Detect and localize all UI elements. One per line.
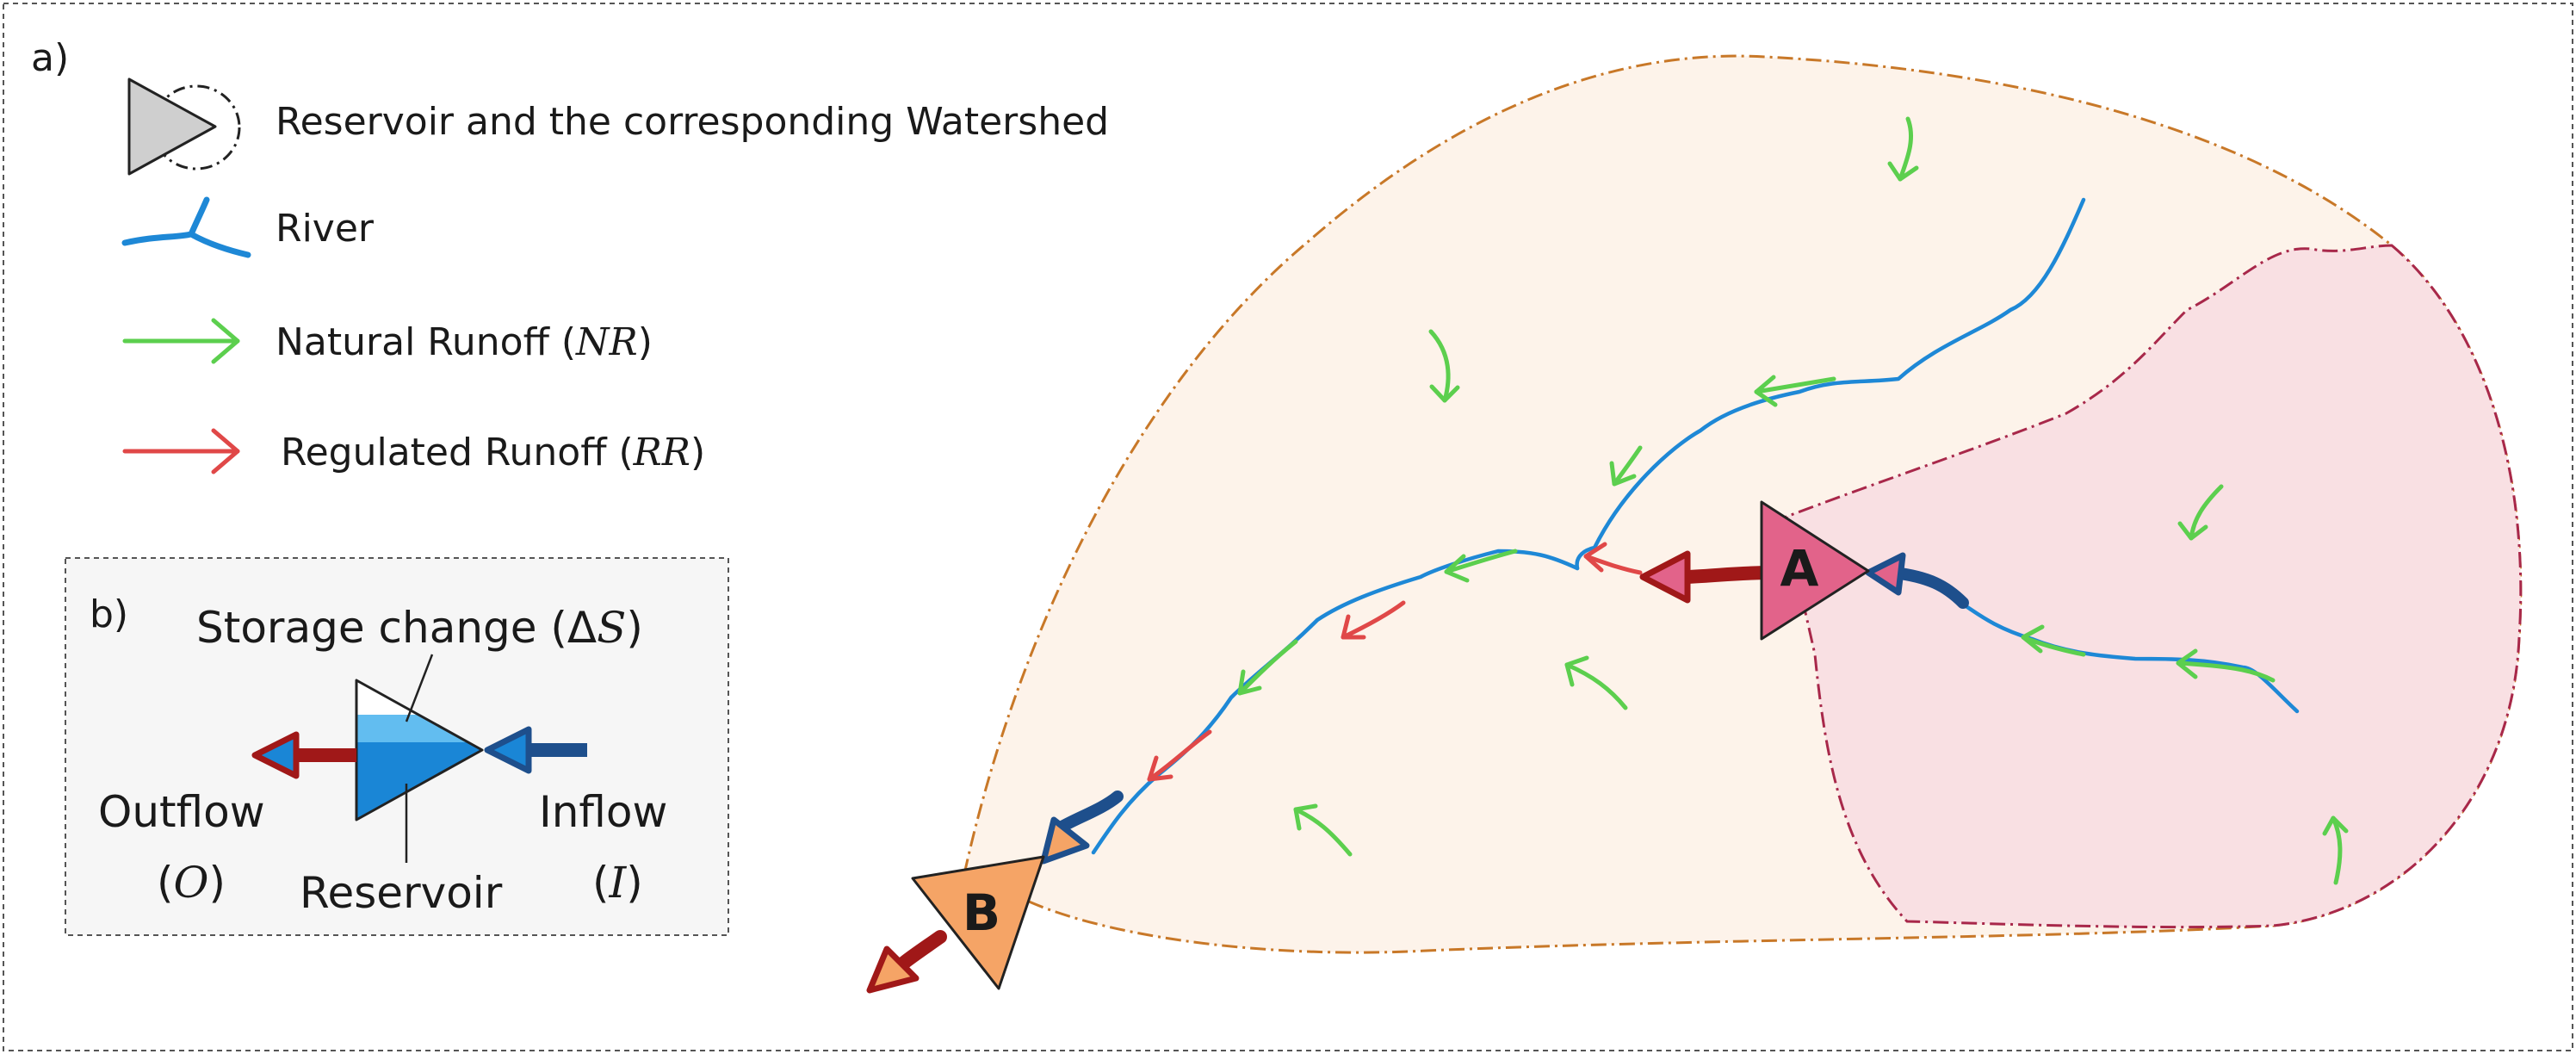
storage-leader-line (405, 654, 434, 722)
inflow-arrow-b-panel (484, 726, 587, 774)
outflow-arrow-b (866, 930, 947, 994)
legend-regulated-runoff-label: Regulated Runoff (RR) (281, 431, 705, 474)
river-icon (121, 196, 251, 258)
reservoir-b: B (911, 855, 1045, 990)
reservoir-a: A (1760, 500, 1870, 641)
inflow-var: (I) (592, 858, 643, 908)
reservoir-a-label: A (1780, 539, 1819, 598)
regulated-runoff-segments (1147, 542, 1643, 782)
watershed-a (1785, 244, 2523, 929)
inflow-arrow-b (1040, 790, 1124, 865)
reservoir-b-label: B (963, 884, 1000, 942)
reservoir-label: Reservoir (300, 868, 503, 918)
natural-runoff-segments (1237, 375, 2276, 696)
outflow-label: Outflow (98, 787, 265, 837)
overland-natural-runoff-arrows (1293, 116, 2349, 885)
figure-frame (3, 3, 2573, 1051)
panel-a-label: a) (31, 36, 69, 80)
legend-natural-runoff-label: Natural Runoff (NR) (276, 320, 653, 364)
legend-river-label: River (276, 207, 375, 251)
inflow-label: Inflow (539, 787, 667, 837)
legend-reservoir-label: Reservoir and the corresponding Watershe… (276, 100, 1109, 144)
outflow-var: (O) (157, 858, 226, 908)
red-arrow-icon (122, 428, 240, 474)
green-arrow-icon (122, 318, 240, 364)
storage-change-label: Storage change (ΔS) (196, 603, 643, 653)
reservoir-watershed-icon (127, 78, 241, 176)
panel-b-label: b) (90, 592, 128, 636)
inflow-arrow-a (1865, 552, 1969, 609)
reservoir-schematic (355, 679, 484, 822)
outflow-arrow-b-panel (251, 731, 356, 779)
